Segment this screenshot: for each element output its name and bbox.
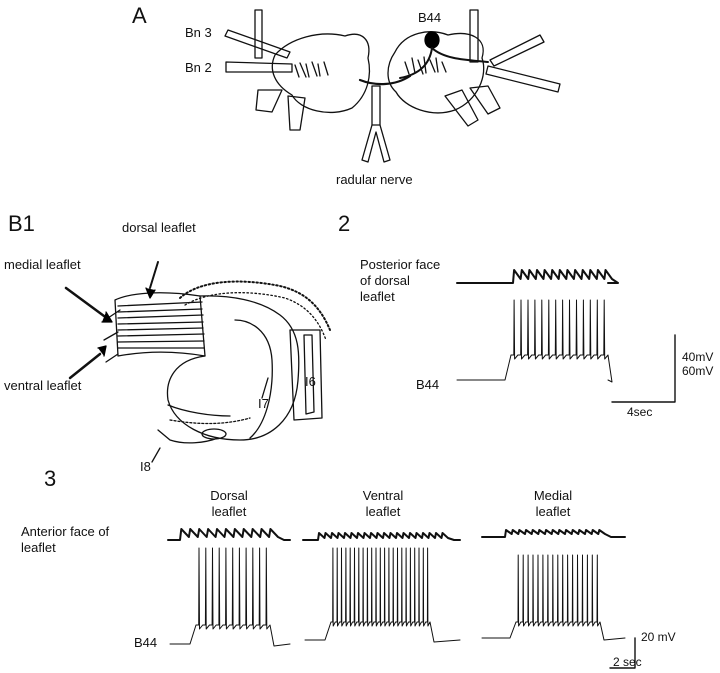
dorsal-leaflet-label: dorsal leaflet: [122, 220, 196, 235]
panel3-traces: [167, 528, 636, 669]
posterior-face-label-3: leaflet: [360, 289, 395, 304]
dorsal-col-label-1: Dorsal: [210, 488, 248, 503]
i6-label: I6: [305, 374, 316, 389]
b44-label-a: B44: [418, 10, 442, 25]
posterior-face-label-2: of dorsal: [360, 273, 410, 288]
panel-label-3: 3: [44, 466, 57, 491]
i7-label: I7: [258, 396, 269, 411]
ventral-col-label-1: Ventral: [362, 488, 404, 503]
anterior-face-label-2: leaflet: [21, 540, 56, 555]
medial-col-label-1: Medial: [533, 488, 573, 503]
b44-label-3: B44: [134, 635, 158, 650]
ventral-col-label-2: leaflet: [365, 504, 401, 519]
b44-label-2: B44: [416, 377, 440, 392]
buccal-ganglia-drawing: [224, 9, 561, 163]
bn3-label: Bn 3: [185, 25, 212, 40]
radular-nerve-label: radular nerve: [336, 172, 413, 187]
panel-label-b1: B1: [8, 211, 35, 236]
posterior-face-label-1: Posterior face: [360, 257, 441, 272]
scale-40mv: 40mV: [682, 350, 714, 364]
medial-leaflet-label: medial leaflet: [4, 257, 81, 272]
medial-col-label-2: leaflet: [535, 504, 571, 519]
anterior-face-label-1: Anterior face of: [21, 524, 110, 539]
scale-2sec: 2 sec: [613, 655, 642, 669]
scale-20mv: 20 mV: [641, 630, 676, 644]
scale-60mv: 60mV: [682, 364, 714, 378]
panel-label-a: A: [132, 3, 147, 28]
dorsal-col-label-2: leaflet: [211, 504, 247, 519]
i8-label: I8: [140, 459, 151, 474]
odontophore-drawing: [64, 261, 331, 463]
ventral-leaflet-label: ventral leaflet: [4, 378, 82, 393]
bn2-label: Bn 2: [185, 60, 212, 75]
scale-4sec: 4sec: [627, 405, 653, 419]
panel2-traces: [456, 269, 676, 403]
panel-label-2: 2: [338, 211, 351, 236]
